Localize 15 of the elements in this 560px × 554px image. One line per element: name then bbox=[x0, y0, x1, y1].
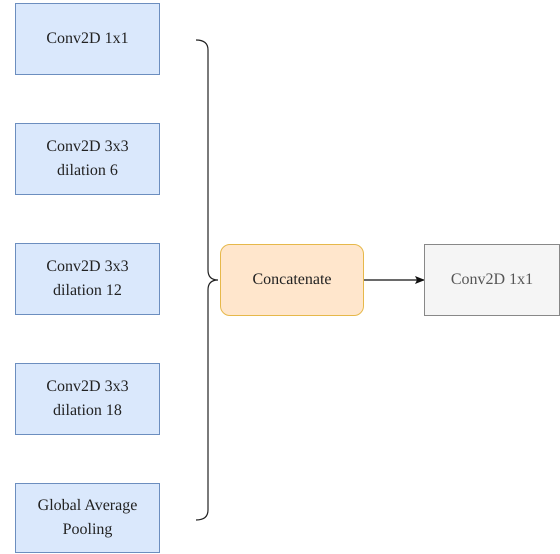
layer-label: Conv2D 1x1 bbox=[450, 270, 534, 290]
layer-box bbox=[15, 123, 160, 195]
concatenate-box bbox=[220, 244, 364, 316]
layer-label: Concatenate bbox=[252, 270, 332, 290]
layer-label: Conv2D 1x1 bbox=[46, 29, 129, 49]
layer-box bbox=[15, 363, 160, 435]
layer-label: Conv2D 3x3 dilation 12 bbox=[45, 257, 130, 301]
layer-box bbox=[15, 243, 160, 315]
layer-label: Global Average Pooling bbox=[36, 496, 138, 540]
layer-box bbox=[15, 3, 160, 75]
layer-label: Conv2D 3x3 dilation 6 bbox=[45, 137, 130, 181]
layer-box bbox=[15, 483, 160, 553]
layer-box bbox=[424, 244, 560, 316]
arrow bbox=[364, 276, 425, 284]
layer-label: Conv2D 3x3 dilation 18 bbox=[45, 377, 130, 421]
